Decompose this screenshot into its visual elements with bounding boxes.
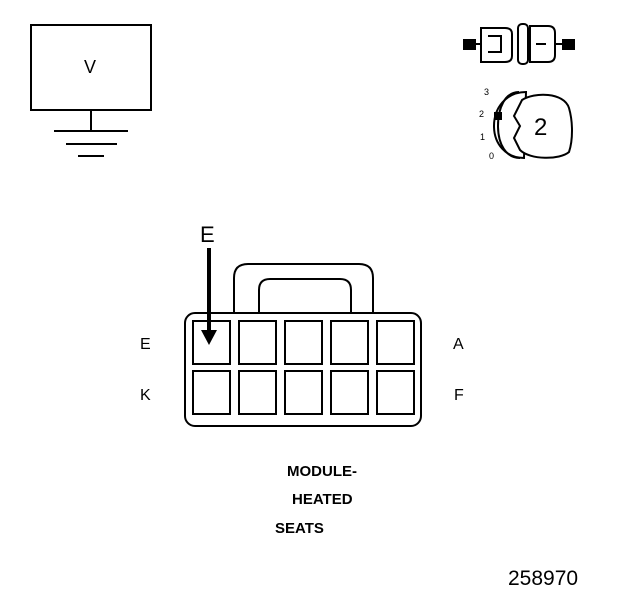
switch-position-3: 3	[484, 87, 490, 97]
pin-cavity	[238, 370, 277, 415]
pin-cavity	[284, 320, 323, 365]
voltmeter-label: V	[84, 57, 97, 77]
switch-selected-position: 2	[534, 114, 548, 141]
connector-pins	[192, 320, 415, 415]
row-label-bottom-left: K	[140, 387, 151, 404]
pin-cavity	[284, 370, 323, 415]
caption-line-3: SEATS	[275, 520, 324, 537]
pin-cavity	[376, 320, 415, 365]
switch-position-2: 2	[479, 109, 485, 119]
fuse-icon	[463, 23, 575, 65]
ground-icon	[54, 130, 128, 157]
pin-cavity	[330, 320, 369, 365]
row-label-bottom-right: F	[454, 387, 464, 404]
pin-e-arrow	[201, 248, 217, 345]
row-label-top-right: A	[453, 336, 464, 353]
connector-body	[184, 263, 422, 427]
pin-cavity	[192, 370, 231, 415]
arrow-label: E	[200, 222, 215, 247]
switch-position-0: 0	[489, 151, 495, 161]
figure-id: 258970	[508, 567, 579, 590]
pin-cavity	[192, 320, 231, 365]
caption-line-1: MODULE-	[287, 463, 357, 480]
ignition-switch-icon	[492, 90, 573, 160]
caption-line-2: HEATED	[292, 491, 353, 508]
pin-cavity	[376, 370, 415, 415]
pin-cavity	[330, 370, 369, 415]
pin-cavity	[238, 320, 277, 365]
switch-position-1: 1	[480, 132, 486, 142]
row-label-top-left: E	[140, 336, 151, 353]
